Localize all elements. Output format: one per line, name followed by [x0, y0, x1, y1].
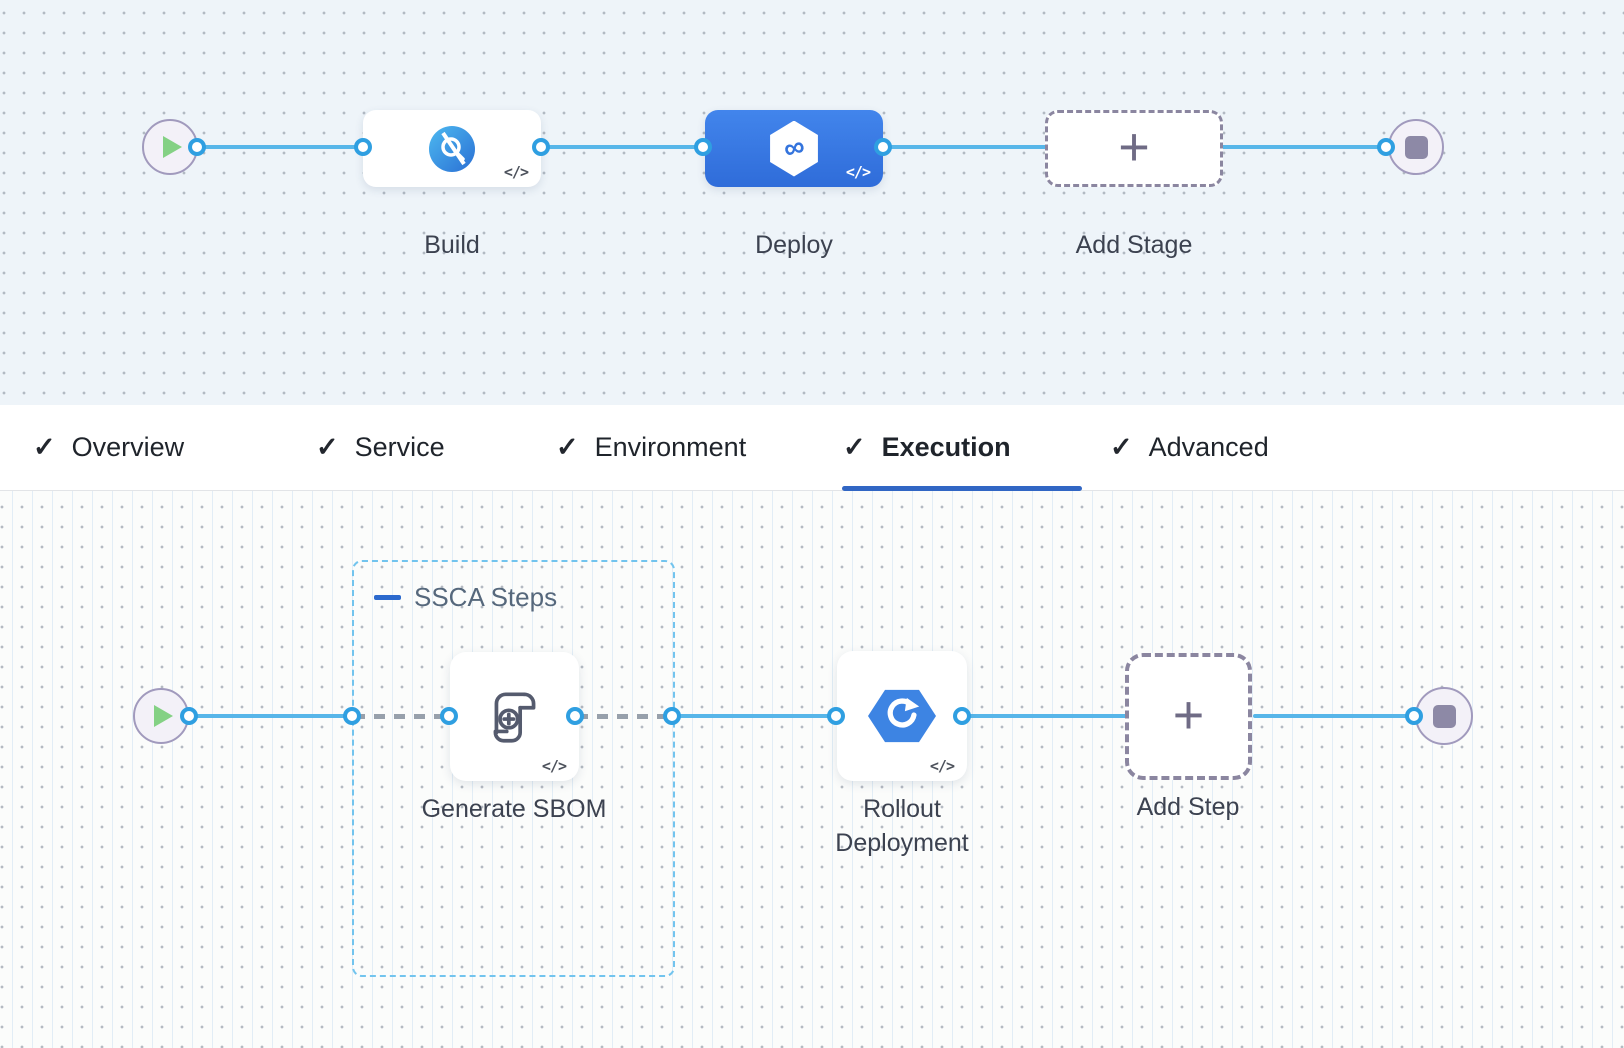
step-label-line1: Rollout — [863, 795, 941, 823]
pipeline-end-node[interactable] — [1388, 119, 1444, 175]
stop-icon — [1404, 135, 1428, 159]
step-node-generate-sbom[interactable]: </> — [450, 652, 579, 781]
step-node-rollout-deployment[interactable]: </> — [837, 651, 967, 781]
connector-dot — [354, 138, 372, 156]
step-link-line — [674, 714, 838, 718]
check-icon: ✓ — [843, 432, 866, 462]
ssca-group-label: SSCA Steps — [414, 582, 558, 612]
stop-icon — [1432, 704, 1456, 728]
stage-node-deploy[interactable]: ∞ </> — [705, 110, 883, 187]
execution-canvas[interactable]: SSCA Steps </> — [0, 491, 1624, 1048]
step-link-line — [1253, 714, 1416, 718]
tab-service[interactable]: ✓ Service — [316, 405, 445, 490]
tab-advanced[interactable]: ✓ Advanced — [1110, 405, 1269, 490]
stage-label-deploy: Deploy — [755, 231, 833, 259]
connector-dot — [440, 707, 458, 725]
connector-dot — [343, 707, 361, 725]
stage-canvas[interactable]: </> ∞ </> + Build Deploy Add Stage — [0, 0, 1624, 405]
connector-dot — [663, 707, 681, 725]
connector-dot — [532, 138, 550, 156]
step-label-add-step: Add Step — [1136, 793, 1240, 821]
code-view-icon[interactable]: </> — [503, 163, 529, 181]
redeploy-arrow-icon — [887, 697, 920, 728]
plus-icon: + — [1172, 684, 1205, 745]
stage-tabbar: ✓ Overview ✓ Service ✓ Environment ✓ Exe… — [0, 405, 1624, 491]
step-link-line — [189, 714, 354, 718]
play-icon — [154, 705, 173, 727]
step-link-dashed — [577, 714, 674, 719]
code-view-icon[interactable]: </> — [541, 757, 567, 775]
rollout-hexagon-icon — [868, 689, 936, 743]
add-stage-button[interactable]: + — [1045, 110, 1223, 187]
sbom-scroll-icon — [493, 691, 535, 743]
check-icon: ✓ — [1110, 432, 1133, 462]
check-icon: ✓ — [33, 432, 56, 462]
connector-dot — [180, 707, 198, 725]
ssca-steps-group: SSCA Steps — [352, 560, 675, 977]
step-link-line — [963, 714, 1127, 718]
check-icon: ✓ — [556, 432, 579, 462]
tab-overview[interactable]: ✓ Overview — [33, 405, 184, 490]
step-link-dashed — [354, 714, 451, 719]
step-label-generate-sbom: Generate SBOM — [421, 795, 607, 823]
tab-execution[interactable]: ✓ Execution — [843, 405, 1011, 490]
add-step-button[interactable]: + — [1125, 653, 1252, 780]
active-tab-underline — [842, 486, 1082, 491]
execution-end-node[interactable] — [1415, 687, 1473, 745]
play-icon — [163, 136, 182, 158]
tab-environment[interactable]: ✓ Environment — [556, 405, 746, 490]
connector-dot — [953, 707, 971, 725]
stage-label-build: Build — [424, 231, 480, 259]
connector-dot — [1405, 707, 1423, 725]
connector-dot — [188, 138, 206, 156]
stage-node-build[interactable]: </> — [363, 110, 541, 187]
plus-icon: + — [1118, 116, 1150, 177]
connector-dot — [827, 707, 845, 725]
connector-dot — [566, 707, 584, 725]
tab-label: Advanced — [1148, 432, 1269, 462]
pipeline-start-node[interactable] — [142, 119, 198, 175]
execution-start-node[interactable] — [133, 688, 189, 744]
connector-dot — [1377, 138, 1395, 156]
tab-label: Execution — [881, 432, 1011, 462]
step-label-rollout-deployment: Rollout Deployment — [752, 792, 1052, 860]
step-label-line2: Deployment — [835, 829, 969, 857]
ci-build-icon — [429, 125, 475, 172]
stage-label-add-stage: Add Stage — [1075, 231, 1193, 259]
tab-label: Environment — [594, 432, 747, 462]
tab-label: Overview — [71, 432, 185, 462]
connector-dot — [874, 138, 892, 156]
check-icon: ✓ — [316, 432, 339, 462]
infinity-glyph: ∞ — [779, 129, 808, 167]
code-view-icon[interactable]: </> — [929, 757, 955, 775]
cd-deploy-icon: ∞ — [770, 120, 818, 177]
code-view-icon[interactable]: </> — [845, 163, 871, 181]
tab-label: Service — [354, 432, 445, 462]
connector-dot — [694, 138, 712, 156]
collapse-minus-icon[interactable] — [374, 595, 401, 600]
